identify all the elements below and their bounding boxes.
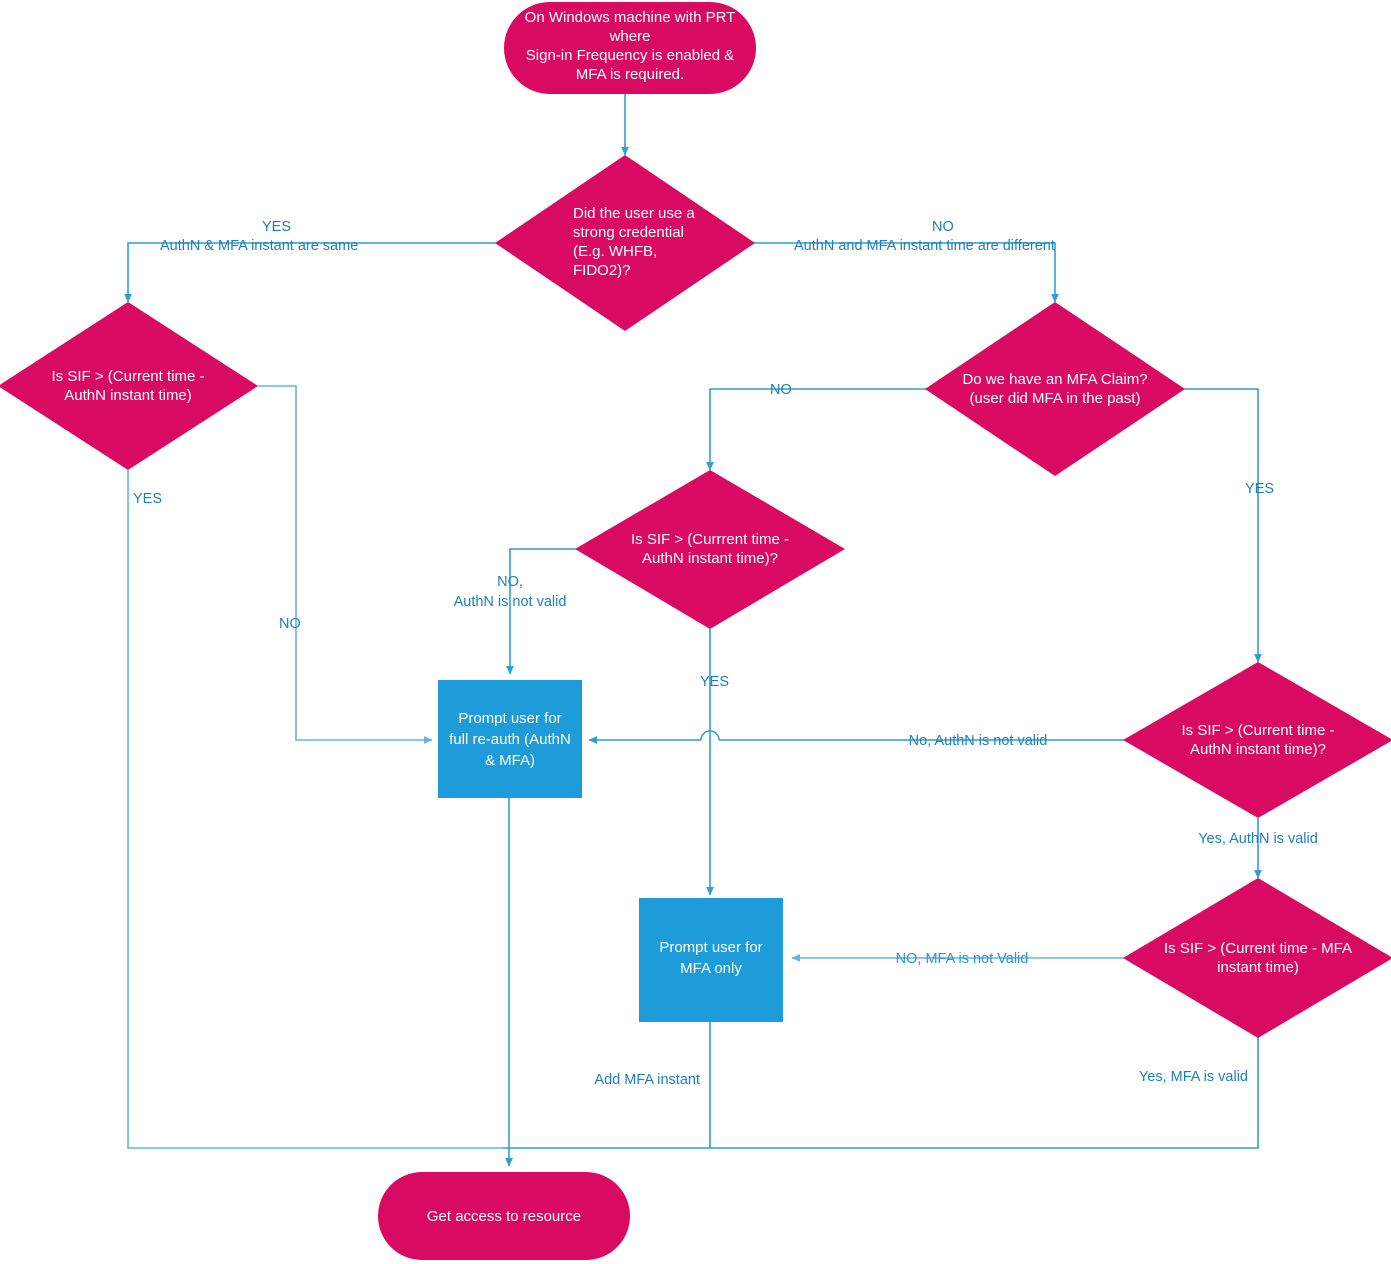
node-strong-credential-line2: strong credential xyxy=(573,224,684,241)
node-start-line2: where xyxy=(609,28,651,45)
node-prompt-mfa-only[interactable]: Prompt user for MFA only xyxy=(639,898,783,1022)
node-mfa-claim[interactable]: Do we have an MFA Claim? (user did MFA i… xyxy=(925,302,1185,476)
edge-sif-authn-right-yes: Yes, AuthN is valid xyxy=(1198,818,1318,879)
node-strong-credential[interactable]: Did the user use a strong credential (E.… xyxy=(495,155,755,331)
node-sif-authn-middle-line2: AuthN instant time)? xyxy=(642,550,778,567)
node-sif-authn-left-line2: AuthN instant time) xyxy=(64,387,192,404)
edge-label-mfa-claim-yes: YES xyxy=(1245,481,1274,497)
edge-label-mfa-claim-no: NO xyxy=(770,382,792,398)
node-prompt-mfa-only-line1: Prompt user for xyxy=(659,939,762,956)
node-sif-authn-right-line2: AuthN instant time)? xyxy=(1190,741,1326,758)
node-prompt-mfa-only-line2: MFA only xyxy=(680,960,742,977)
edge-label-strong-credential-no-line2: AuthN and MFA instant time are different xyxy=(794,238,1055,254)
node-prompt-full-reauth[interactable]: Prompt user for full re-auth (AuthN & MF… xyxy=(438,680,582,798)
node-strong-credential-line3: (E.g. WHFB, xyxy=(573,243,657,260)
edge-sif-mfa-right-no: NO, MFA is not Valid xyxy=(791,951,1131,967)
node-sif-mfa-right[interactable]: Is SIF > (Current time - MFA instant tim… xyxy=(1123,878,1391,1038)
edge-strong-credential-no: NO AuthN and MFA instant time are differ… xyxy=(753,219,1059,303)
node-get-access[interactable]: Get access to resource xyxy=(378,1172,630,1260)
node-prompt-full-reauth-line1: Prompt user for xyxy=(458,710,561,727)
node-sif-authn-right[interactable]: Is SIF > (Current time - AuthN instant t… xyxy=(1123,662,1391,818)
node-sif-mfa-right-line2: instant time) xyxy=(1217,959,1299,976)
node-sif-authn-middle-line1: Is SIF > (Currrent time - xyxy=(631,531,789,548)
edge-mfa-claim-yes: YES xyxy=(1167,388,1274,663)
edge-sif-authn-middle-no: NO, AuthN is not valid xyxy=(454,548,582,675)
edge-label-sif-authn-left-yes: YES xyxy=(133,491,162,507)
node-mfa-claim-line2: (user did MFA in the past) xyxy=(970,390,1141,407)
edge-prompt-mfa-only-to-access: Add MFA instant xyxy=(594,1022,711,1148)
node-sif-authn-left-line1: Is SIF > (Current time - xyxy=(52,368,205,385)
node-sif-authn-right-line1: Is SIF > (Current time - xyxy=(1182,722,1335,739)
edge-label-sif-authn-middle-no-line1: NO, xyxy=(497,574,523,590)
edge-label-sif-authn-left-no: NO xyxy=(279,616,301,632)
edge-sif-authn-middle-yes: YES xyxy=(700,629,729,896)
edge-sif-mfa-right-yes: Yes, MFA is valid xyxy=(503,1036,1259,1149)
node-start-line3: Sign-in Frequency is enabled & xyxy=(526,47,734,64)
edge-label-sif-authn-right-yes: Yes, AuthN is valid xyxy=(1198,831,1318,847)
edge-label-sif-mfa-right-no: NO, MFA is not Valid xyxy=(896,951,1029,967)
node-sif-authn-middle[interactable]: Is SIF > (Currrent time - AuthN instant … xyxy=(575,470,845,629)
node-strong-credential-line4: FIDO2)? xyxy=(573,262,631,279)
edge-mfa-claim-no: NO xyxy=(706,382,942,471)
edge-label-add-mfa-instant: Add MFA instant xyxy=(594,1072,700,1088)
node-start-line4: MFA is required. xyxy=(576,66,684,83)
node-prompt-full-reauth-line2: full re-auth (AuthN xyxy=(449,731,571,748)
node-prompt-full-reauth-line3: & MFA) xyxy=(485,752,535,769)
node-start-line1: On Windows machine with PRT xyxy=(525,9,736,26)
edge-label-strong-credential-yes-line2: AuthN & MFA instant are same xyxy=(160,238,358,254)
edge-label-sif-authn-right-no: No, AuthN is not valid xyxy=(909,733,1048,749)
node-sif-authn-left[interactable]: Is SIF > (Current time - AuthN instant t… xyxy=(0,302,258,470)
node-strong-credential-line1: Did the user use a xyxy=(573,205,695,222)
edge-label-strong-credential-yes-line1: YES xyxy=(262,219,291,235)
node-get-access-label: Get access to resource xyxy=(427,1208,581,1225)
node-start[interactable]: On Windows machine with PRT where Sign-i… xyxy=(504,2,756,94)
edge-label-strong-credential-no-line1: NO xyxy=(932,219,954,235)
edge-strong-credential-yes: YES AuthN & MFA instant are same xyxy=(124,219,497,303)
node-mfa-claim-line1: Do we have an MFA Claim? xyxy=(962,371,1147,388)
node-sif-mfa-right-line1: Is SIF > (Current time - MFA xyxy=(1164,940,1352,957)
edge-label-sif-authn-middle-yes: YES xyxy=(700,674,729,690)
edge-sif-authn-left-no: NO xyxy=(258,385,433,744)
edge-label-sif-mfa-right-yes: Yes, MFA is valid xyxy=(1139,1069,1248,1085)
edge-sif-authn-right-no: No, AuthN is not valid xyxy=(589,730,1131,749)
edge-label-sif-authn-middle-no-line2: AuthN is not valid xyxy=(454,594,567,610)
edge-sif-authn-left-yes: YES xyxy=(127,470,503,1149)
